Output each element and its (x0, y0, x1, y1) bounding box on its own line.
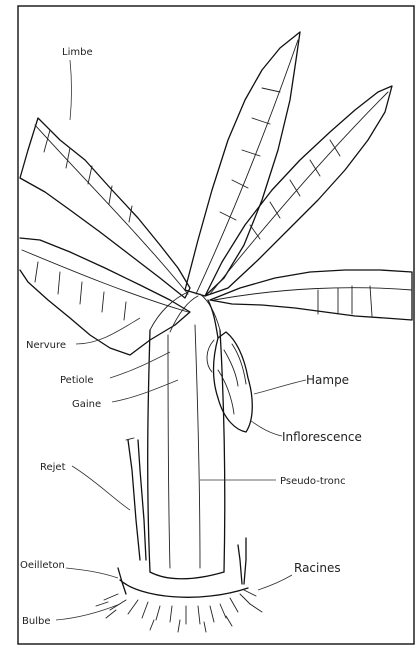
leader-oeilleton (66, 568, 118, 578)
leaf-center (185, 32, 300, 296)
leader-inflorescence (250, 420, 282, 436)
label-oeilleton: Oeilleton (20, 560, 65, 571)
corm-and-roots (96, 580, 262, 632)
label-pseudo-tronc: Pseudo-tronc (280, 476, 346, 487)
labels: Limbe Nervure Petiole Gaine Rejet Oeille… (20, 47, 362, 627)
leader-lines (56, 60, 306, 620)
inflorescence (207, 300, 252, 432)
leader-bulbe (56, 604, 120, 620)
label-bulbe: Bulbe (22, 616, 50, 627)
label-nervure: Nervure (26, 340, 66, 351)
leader-racines (258, 575, 292, 590)
leaf-right-upper (205, 86, 392, 296)
label-petiole: Petiole (60, 375, 94, 386)
label-gaine: Gaine (72, 399, 101, 410)
leaf-left (20, 118, 190, 298)
label-hampe: Hampe (306, 373, 349, 387)
leader-hampe (254, 380, 306, 394)
label-limbe: Limbe (62, 47, 93, 58)
right-shoot (238, 538, 246, 584)
leader-limbe (70, 60, 72, 120)
label-inflorescence: Inflorescence (282, 430, 362, 444)
label-racines: Racines (294, 561, 341, 575)
leader-rejet (72, 466, 130, 510)
leaf-right-lower (210, 270, 412, 320)
sucker (126, 438, 146, 560)
label-rejet: Rejet (40, 462, 66, 473)
leader-petiole (110, 352, 170, 378)
